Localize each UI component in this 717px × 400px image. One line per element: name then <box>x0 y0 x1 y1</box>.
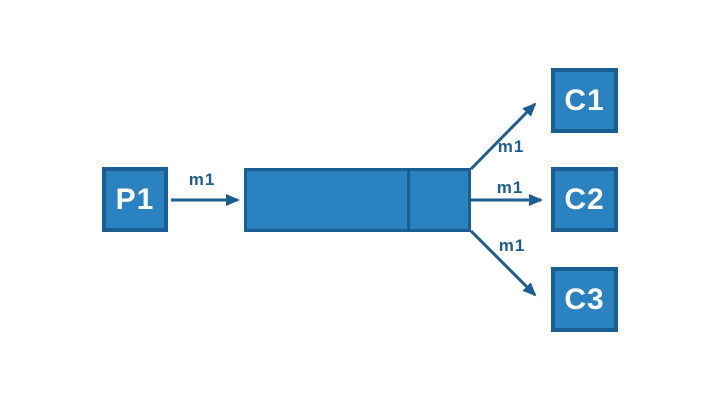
message-label-queue-c1: m1 <box>497 137 525 156</box>
message-label-p1-queue: m1 <box>188 170 216 189</box>
consumer-node-label: C2 <box>564 182 605 216</box>
message-label-queue-c3: m1 <box>498 236 526 255</box>
queue-node <box>244 168 471 232</box>
consumer-node-label: C1 <box>564 83 605 117</box>
consumer-node-c3: C3 <box>551 267 618 332</box>
producer-node-p1: P1 <box>102 167 168 232</box>
message-label-queue-c2: m1 <box>496 178 524 197</box>
consumer-node-c2: C2 <box>551 167 618 232</box>
consumer-node-label: C3 <box>564 282 605 316</box>
consumer-node-c1: C1 <box>551 68 618 133</box>
producer-node-label: P1 <box>115 182 155 216</box>
queue-partition-divider <box>407 171 410 229</box>
